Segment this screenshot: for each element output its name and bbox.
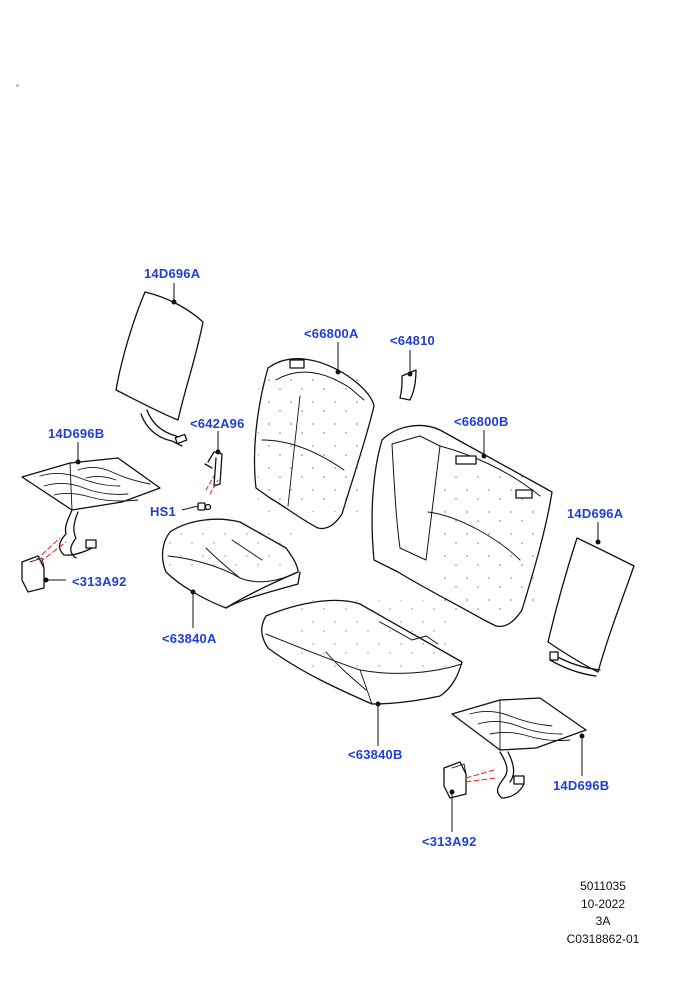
reference-date: 10-2022: [580, 896, 626, 911]
label-14d696b-left[interactable]: 14D696B: [48, 426, 105, 441]
seat-back-heater-pad-right: [547, 537, 635, 677]
label-66800a[interactable]: <66800A: [304, 326, 359, 341]
reference-block: 5011035 10-2022 3A C0318862-01: [548, 878, 658, 948]
cushion-heater-pad-left: [21, 457, 161, 559]
label-63840a[interactable]: <63840A: [162, 631, 217, 646]
scan-dot: [16, 84, 19, 87]
label-66800b[interactable]: <66800B: [454, 414, 509, 429]
reference-number: 5011035: [580, 879, 626, 893]
reference-code: C0318862-01: [566, 931, 640, 946]
red-wire-harness: [205, 475, 219, 495]
seat-back-left: [253, 358, 375, 530]
label-14d696a-left[interactable]: 14D696A: [144, 266, 201, 281]
leader-lines: [43, 283, 601, 832]
label-64810[interactable]: <64810: [390, 333, 435, 348]
escutcheon: [399, 369, 417, 401]
reference-revision: 3A: [595, 914, 611, 928]
label-hs1[interactable]: HS1: [150, 504, 176, 519]
seat-back-heater-pad-left: [115, 291, 204, 447]
label-313a92-right[interactable]: <313A92: [422, 834, 477, 849]
label-313a92-left[interactable]: <313A92: [72, 574, 127, 589]
label-642a96[interactable]: <642A96: [190, 416, 245, 431]
cushion-heater-pad-right: [451, 697, 587, 799]
module-right: [443, 761, 467, 799]
label-14d696a-right[interactable]: 14D696A: [567, 506, 624, 521]
wiring-harness-left: [204, 451, 223, 487]
module-left: [21, 555, 45, 593]
seat-back-right: [371, 424, 553, 628]
red-wire-left: [35, 537, 67, 563]
red-wire-right: [465, 769, 497, 783]
label-14d696b-right[interactable]: 14D696B: [553, 778, 610, 793]
label-63840b[interactable]: <63840B: [348, 747, 403, 762]
cushion-cover-right: [261, 599, 463, 705]
cushion-cover-left: [161, 518, 301, 609]
fastener-hs1: [197, 502, 212, 511]
